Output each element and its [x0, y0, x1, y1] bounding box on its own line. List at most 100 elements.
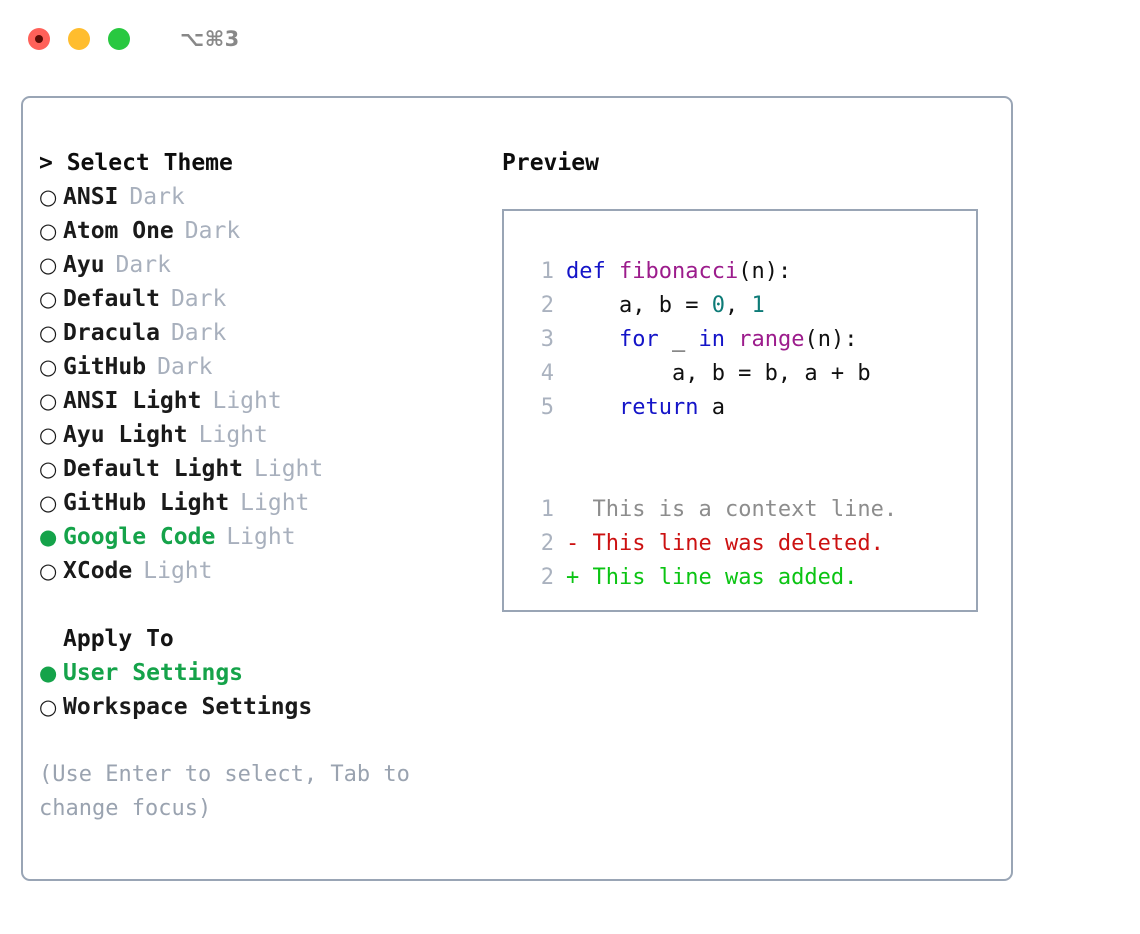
theme-category: Dark: [115, 252, 171, 278]
theme-name: Atom One: [63, 218, 174, 244]
theme-option-xcode-light[interactable]: ○ XCode Light: [39, 554, 479, 588]
window-title: ⌥⌘3: [180, 27, 240, 51]
theme-category: Light: [198, 422, 268, 448]
radio-selected-icon: ●: [39, 525, 58, 549]
radio-icon: ○: [39, 457, 58, 481]
theme-option-ayu-dark[interactable]: ○ Ayu Dark: [39, 248, 479, 282]
diff-marker: [566, 493, 593, 527]
theme-option-ayu-light[interactable]: ○ Ayu Light Light: [39, 418, 479, 452]
theme-name: GitHub Light: [63, 490, 230, 516]
diff-line-context: 1 This is a context line.: [526, 493, 976, 527]
maximize-window-button[interactable]: [108, 28, 130, 50]
line-number: 1: [540, 259, 554, 284]
token-plain: [725, 327, 738, 352]
token-plain: [566, 327, 619, 352]
theme-name: ANSI: [63, 184, 119, 210]
theme-option-dracula-dark[interactable]: ○ Dracula Dark: [39, 316, 479, 350]
token-plain: _: [658, 327, 699, 352]
window-titlebar: ⌥⌘3: [0, 0, 1140, 78]
theme-option-ansi-light[interactable]: ○ ANSI Light Light: [39, 384, 479, 418]
theme-name: Default Light: [63, 456, 244, 482]
diff-content: This line was added.: [592, 565, 858, 590]
panel-columns: > Select Theme ○ ANSI Dark ○ Atom One Da…: [23, 98, 1011, 879]
theme-category: Light: [254, 456, 324, 482]
token-number: 0: [711, 293, 725, 318]
token-plain: a, b =: [566, 293, 712, 318]
theme-selector-column: > Select Theme ○ ANSI Dark ○ Atom One Da…: [39, 146, 479, 826]
keyboard-hint-text: (Use Enter to select, Tab to change focu…: [39, 762, 424, 821]
token-keyword: return: [618, 395, 699, 420]
theme-category: Dark: [170, 286, 227, 312]
theme-name: GitHub: [63, 354, 147, 380]
code-line: 4 a, b = b, a + b: [526, 357, 976, 391]
code-line: 1 def fibonacci(n):: [526, 255, 976, 289]
code-blank-line: [526, 459, 976, 493]
token-keyword: def: [566, 259, 619, 284]
theme-option-default-light[interactable]: ○ Default Light Light: [39, 452, 479, 486]
code-line: 3 for _ in range(n):: [526, 323, 976, 357]
theme-category: Dark: [157, 354, 213, 380]
line-number: 2: [540, 565, 554, 590]
preview-heading: Preview: [502, 150, 599, 176]
theme-option-github-light[interactable]: ○ GitHub Light Light: [39, 486, 479, 520]
token-plain: a, b = b, a + b: [566, 361, 871, 386]
diff-marker: -: [566, 531, 593, 556]
theme-category: Light: [240, 490, 310, 516]
line-number: 2: [540, 531, 554, 556]
diff-line-added: 2 + This line was added.: [526, 561, 976, 595]
line-number: 5: [540, 395, 554, 420]
apply-to-workspace-settings[interactable]: ○ Workspace Settings: [39, 690, 479, 724]
main-panel: > Select Theme ○ ANSI Dark ○ Atom One Da…: [21, 96, 1013, 881]
theme-category: Light: [143, 558, 213, 584]
radio-icon: ○: [39, 321, 58, 345]
theme-option-default-dark[interactable]: ○ Default Dark: [39, 282, 479, 316]
radio-icon: ○: [39, 355, 58, 379]
theme-category: Light: [212, 388, 282, 414]
code-line: 2 a, b = 0, 1: [526, 289, 976, 323]
code-content: a, b = 0, 1: [566, 289, 765, 323]
line-number: 2: [540, 293, 554, 318]
theme-category: Dark: [170, 320, 227, 346]
traffic-light-group: [28, 28, 130, 50]
radio-icon: ○: [39, 219, 58, 243]
theme-category: Dark: [129, 184, 185, 210]
token-plain: a: [698, 395, 725, 420]
theme-category: Dark: [184, 218, 241, 244]
line-number: 1: [540, 497, 554, 522]
radio-icon: ○: [39, 559, 58, 583]
radio-icon: ○: [39, 287, 58, 311]
apply-to-user-settings[interactable]: ● User Settings: [39, 656, 479, 690]
minimize-window-button[interactable]: [68, 28, 90, 50]
theme-name: Ayu: [63, 252, 105, 278]
radio-icon: ○: [39, 695, 58, 719]
diff-line-deleted: 2 - This line was deleted.: [526, 527, 976, 561]
theme-name: Ayu Light: [63, 422, 188, 448]
apply-to-heading: Apply To: [63, 626, 174, 652]
line-number: 4: [540, 361, 554, 386]
diff-content: This is a context line.: [592, 497, 898, 522]
token-plain: (n):: [738, 259, 792, 284]
theme-option-google-code-light[interactable]: ● Google Code Light: [39, 520, 479, 554]
token-number: 1: [751, 293, 765, 318]
code-content: def fibonacci(n):: [566, 255, 791, 289]
diff-marker: +: [566, 565, 593, 590]
token-keyword: in: [698, 327, 725, 352]
token-keyword: for: [618, 327, 659, 352]
theme-option-ansi-dark[interactable]: ○ ANSI Dark: [39, 180, 479, 214]
close-window-button[interactable]: [28, 28, 50, 50]
theme-option-github-dark[interactable]: ○ GitHub Dark: [39, 350, 479, 384]
apply-to-label: Workspace Settings: [63, 694, 313, 720]
diff-content: This line was deleted.: [592, 531, 884, 556]
token-plain: (n):: [804, 327, 858, 352]
line-number: 3: [540, 327, 554, 352]
theme-name: Google Code: [63, 524, 216, 550]
token-function: fibonacci: [618, 259, 739, 284]
list-spacer: [39, 588, 479, 622]
code-blank-line: [526, 425, 976, 459]
theme-name: Default: [63, 286, 160, 312]
preview-column: Preview 1 def fibonacci(n): 2 a, b = 0, …: [502, 146, 992, 612]
theme-option-atom-one-dark[interactable]: ○ Atom One Dark: [39, 214, 479, 248]
radio-icon: ○: [39, 491, 58, 515]
radio-selected-icon: ●: [39, 661, 58, 685]
